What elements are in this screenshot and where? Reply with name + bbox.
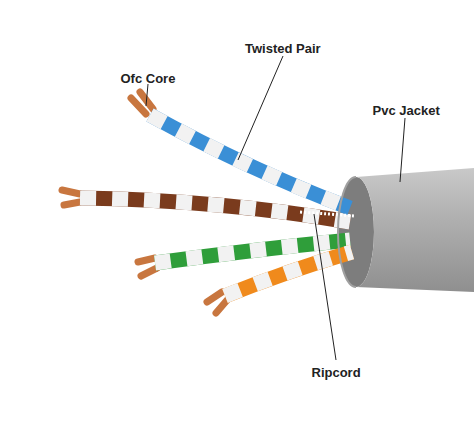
- jacket-opening: [338, 177, 374, 287]
- part-label: Pvc Jacket: [373, 103, 440, 118]
- part-label: Twisted Pair: [245, 41, 321, 56]
- jacket-rim: [338, 177, 356, 287]
- blue-pair: [131, 92, 350, 208]
- leader-lines: [146, 56, 405, 360]
- ripcord-thread: [300, 212, 355, 216]
- pvc-jacket: [356, 168, 474, 292]
- part-label: Ripcord: [312, 365, 361, 380]
- part-label: Ofc Core: [121, 71, 176, 86]
- orange-pair: [207, 252, 352, 313]
